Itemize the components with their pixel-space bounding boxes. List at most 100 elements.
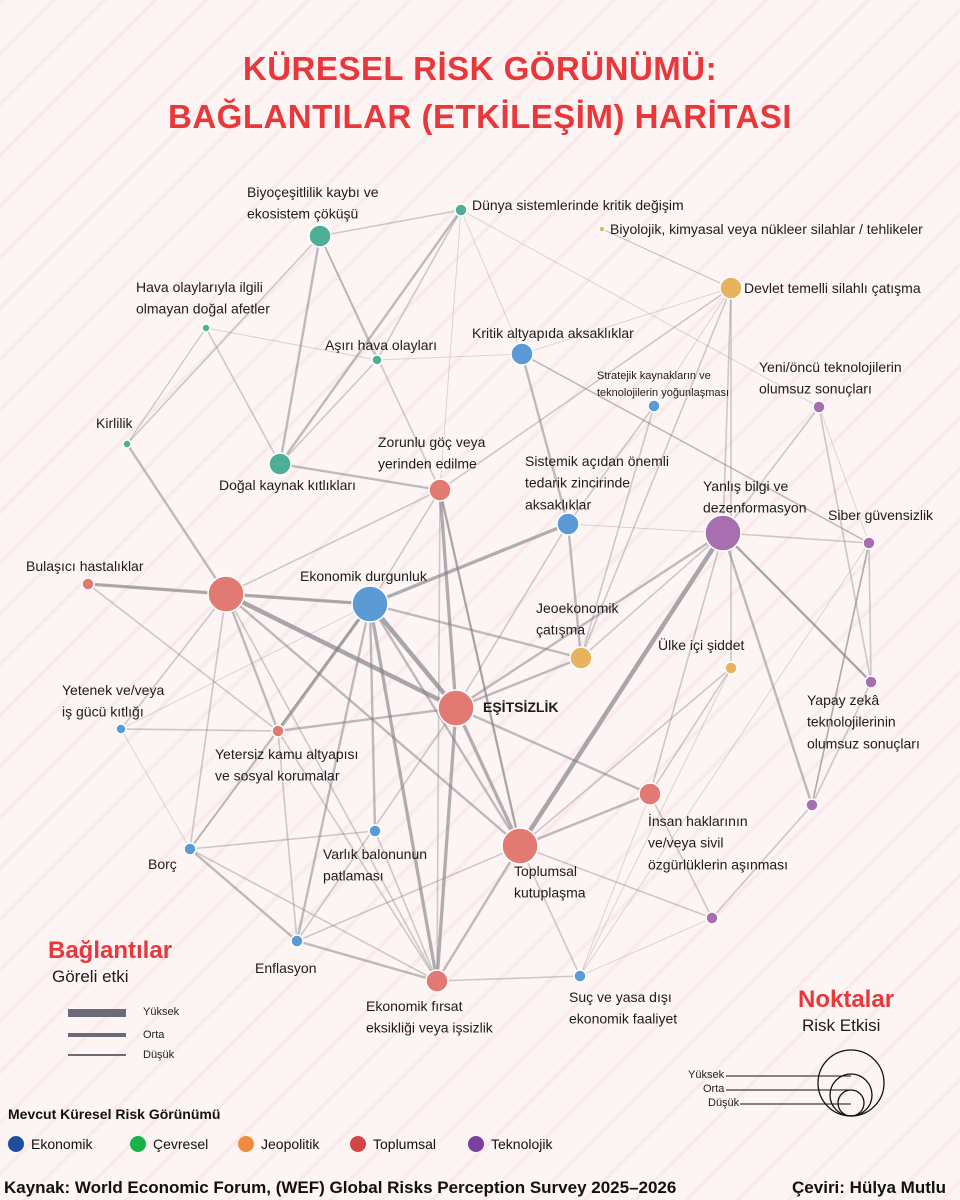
edge-earth_systems-frontier_tech (460, 209, 820, 408)
edge-supply_chain-misinformation (567, 523, 724, 534)
category-dot-geopolitical (238, 1136, 254, 1152)
node-label-critical_infra: Kritik altyapıda aksaklıklar (472, 325, 634, 341)
category-economic: Ekonomik (8, 1136, 92, 1152)
edge-debt-inflation (188, 847, 299, 943)
edge-unlabeled_societal-public_infra (224, 592, 280, 733)
node-label-line: Jeoekonomik (536, 600, 619, 616)
category-legend-title: Mevcut Küresel Risk Görünümü (8, 1106, 221, 1122)
edge-inequality-public_infra (276, 706, 458, 733)
node-label-cbrn: Biyolojik, kimyasal veya nükleer silahla… (610, 221, 923, 237)
edge-polarization-unemployment (435, 844, 522, 983)
category-label-societal: Toplumsal (373, 1136, 437, 1152)
node-label-debt: Borç (148, 856, 177, 872)
node-label-line: Ülke içi şiddet (658, 636, 744, 653)
node-misinformation (704, 514, 742, 552)
connection-line-high (68, 1009, 126, 1017)
edge-nonweather-pollution (126, 327, 207, 445)
edge-migration-unemployment (436, 489, 441, 982)
edge-misinformation-state_conflict (722, 287, 732, 534)
edge-asset_bubble-unemployment (374, 830, 438, 982)
node-label-line: Stratejik kaynakların ve (597, 370, 711, 382)
edge-frontier_tech-ai (818, 406, 872, 683)
node-critical_infra (510, 342, 534, 366)
node-label-extreme_weather: Aşırı hava olayları (325, 337, 437, 353)
node-polarization (501, 827, 539, 865)
category-societal: Toplumsal (350, 1136, 436, 1152)
edge-inequality-supply_chain (455, 523, 569, 709)
edge-misinformation-ai (721, 531, 873, 684)
node-size-legend (726, 1049, 885, 1117)
nodes-legend-subtitle: Risk Etkisi (802, 1016, 881, 1035)
edge-migration-polarization (438, 488, 522, 848)
node-label-line: tedarik zincirinde (525, 475, 630, 491)
node-supply_chain (556, 512, 580, 536)
node-label-line: olumsuz sonuçları (759, 381, 872, 397)
edge-talent-public_infra (120, 728, 279, 732)
node-natural_resources (268, 452, 292, 476)
page-title-line-2: BAĞLANTILAR (ETKİLEŞİM) HARİTASI (167, 98, 792, 135)
node-label-pollution: Kirlilik (96, 415, 134, 431)
node-label-line: Toplumsal (514, 863, 577, 879)
edge-tech_purple-cyber (811, 542, 870, 806)
edge-tech_purple-tech_purple2 (711, 804, 813, 919)
node-tech_purple2 (705, 911, 719, 925)
node-label-line: Yapay zekâ (807, 692, 879, 708)
edge-natural_resources-biodiversity (278, 234, 322, 466)
edge-downturn-inequality (367, 601, 459, 711)
connections-legend-title: Bağlantılar (48, 937, 173, 964)
node-label-line: Borç (148, 856, 177, 872)
node-label-line: İnsan haklarının (648, 812, 748, 829)
edge-natural_resources-extreme_weather (279, 359, 378, 465)
edge-critical_infra-extreme_weather (376, 353, 523, 361)
edge-tech_purple2-human_rights (649, 793, 713, 919)
edge-debt-unemployment (189, 848, 438, 982)
connection-label-medium: Orta (143, 1029, 165, 1041)
node-label-line: Dünya sistemlerinde kritik değişim (472, 197, 684, 213)
edge-biodiversity-earth_systems (319, 209, 462, 237)
node-label-line: Yetersiz kamu altyapısı (215, 746, 358, 762)
edge-layer (86, 208, 873, 983)
node-label-low: Düşük (708, 1097, 740, 1109)
edge-inequality-geoeconomic (454, 656, 583, 710)
category-label-environmental: Çevresel (153, 1136, 209, 1152)
edge-inflation-polarization (296, 845, 521, 942)
category-label-economic: Ekonomik (31, 1136, 93, 1152)
footer-translator: Çeviri: Hülya Mutlu (792, 1178, 946, 1197)
node-label-inequality: EŞİTSİZLİK (483, 699, 558, 715)
edge-unlabeled_societal-downturn (224, 592, 372, 606)
node-label-downturn: Ekonomik durgunluk (300, 568, 428, 584)
edge-polarization-migration (439, 489, 521, 847)
node-label-line: patlaması (323, 868, 384, 884)
node-talent (115, 723, 127, 735)
node-label-line: Ekonomik durgunluk (300, 568, 428, 584)
edge-unlabeled_societal-infectious (86, 582, 228, 596)
edge-inequality-unemployment (435, 706, 458, 983)
edge-unlabeled_societal-unemployment (225, 593, 438, 982)
page-title-line-1: KÜRESEL RİSK GÖRÜNÜMÜ: (242, 50, 718, 87)
node-label-high: Yüksek (688, 1069, 725, 1081)
edge-critical_infra-supply_chain (520, 352, 570, 526)
category-dot-environmental (130, 1136, 146, 1152)
node-label-line: Suç ve yasa dışı (569, 989, 672, 1005)
node-tech_purple (805, 798, 819, 812)
node-label-line: iş gücü kıtlığı (62, 704, 144, 720)
node-earth_systems (454, 203, 468, 217)
node-label-line: Biyoçeşitlilik kaybı ve (247, 184, 379, 200)
edge-nonweather-extreme_weather (205, 327, 378, 361)
edge-polarization-intrastate (519, 667, 732, 847)
node-label-line: Aşırı hava olayları (325, 337, 437, 353)
edge-critical_infra-earth_systems (460, 209, 523, 355)
node-label-line: ekonomik faaliyet (569, 1011, 677, 1027)
node-strategic_resources (647, 399, 661, 413)
edge-state_conflict-cbrn (601, 228, 732, 289)
node-label-medium: Orta (703, 1083, 725, 1095)
edge-natural_resources-earth_systems (278, 208, 463, 466)
